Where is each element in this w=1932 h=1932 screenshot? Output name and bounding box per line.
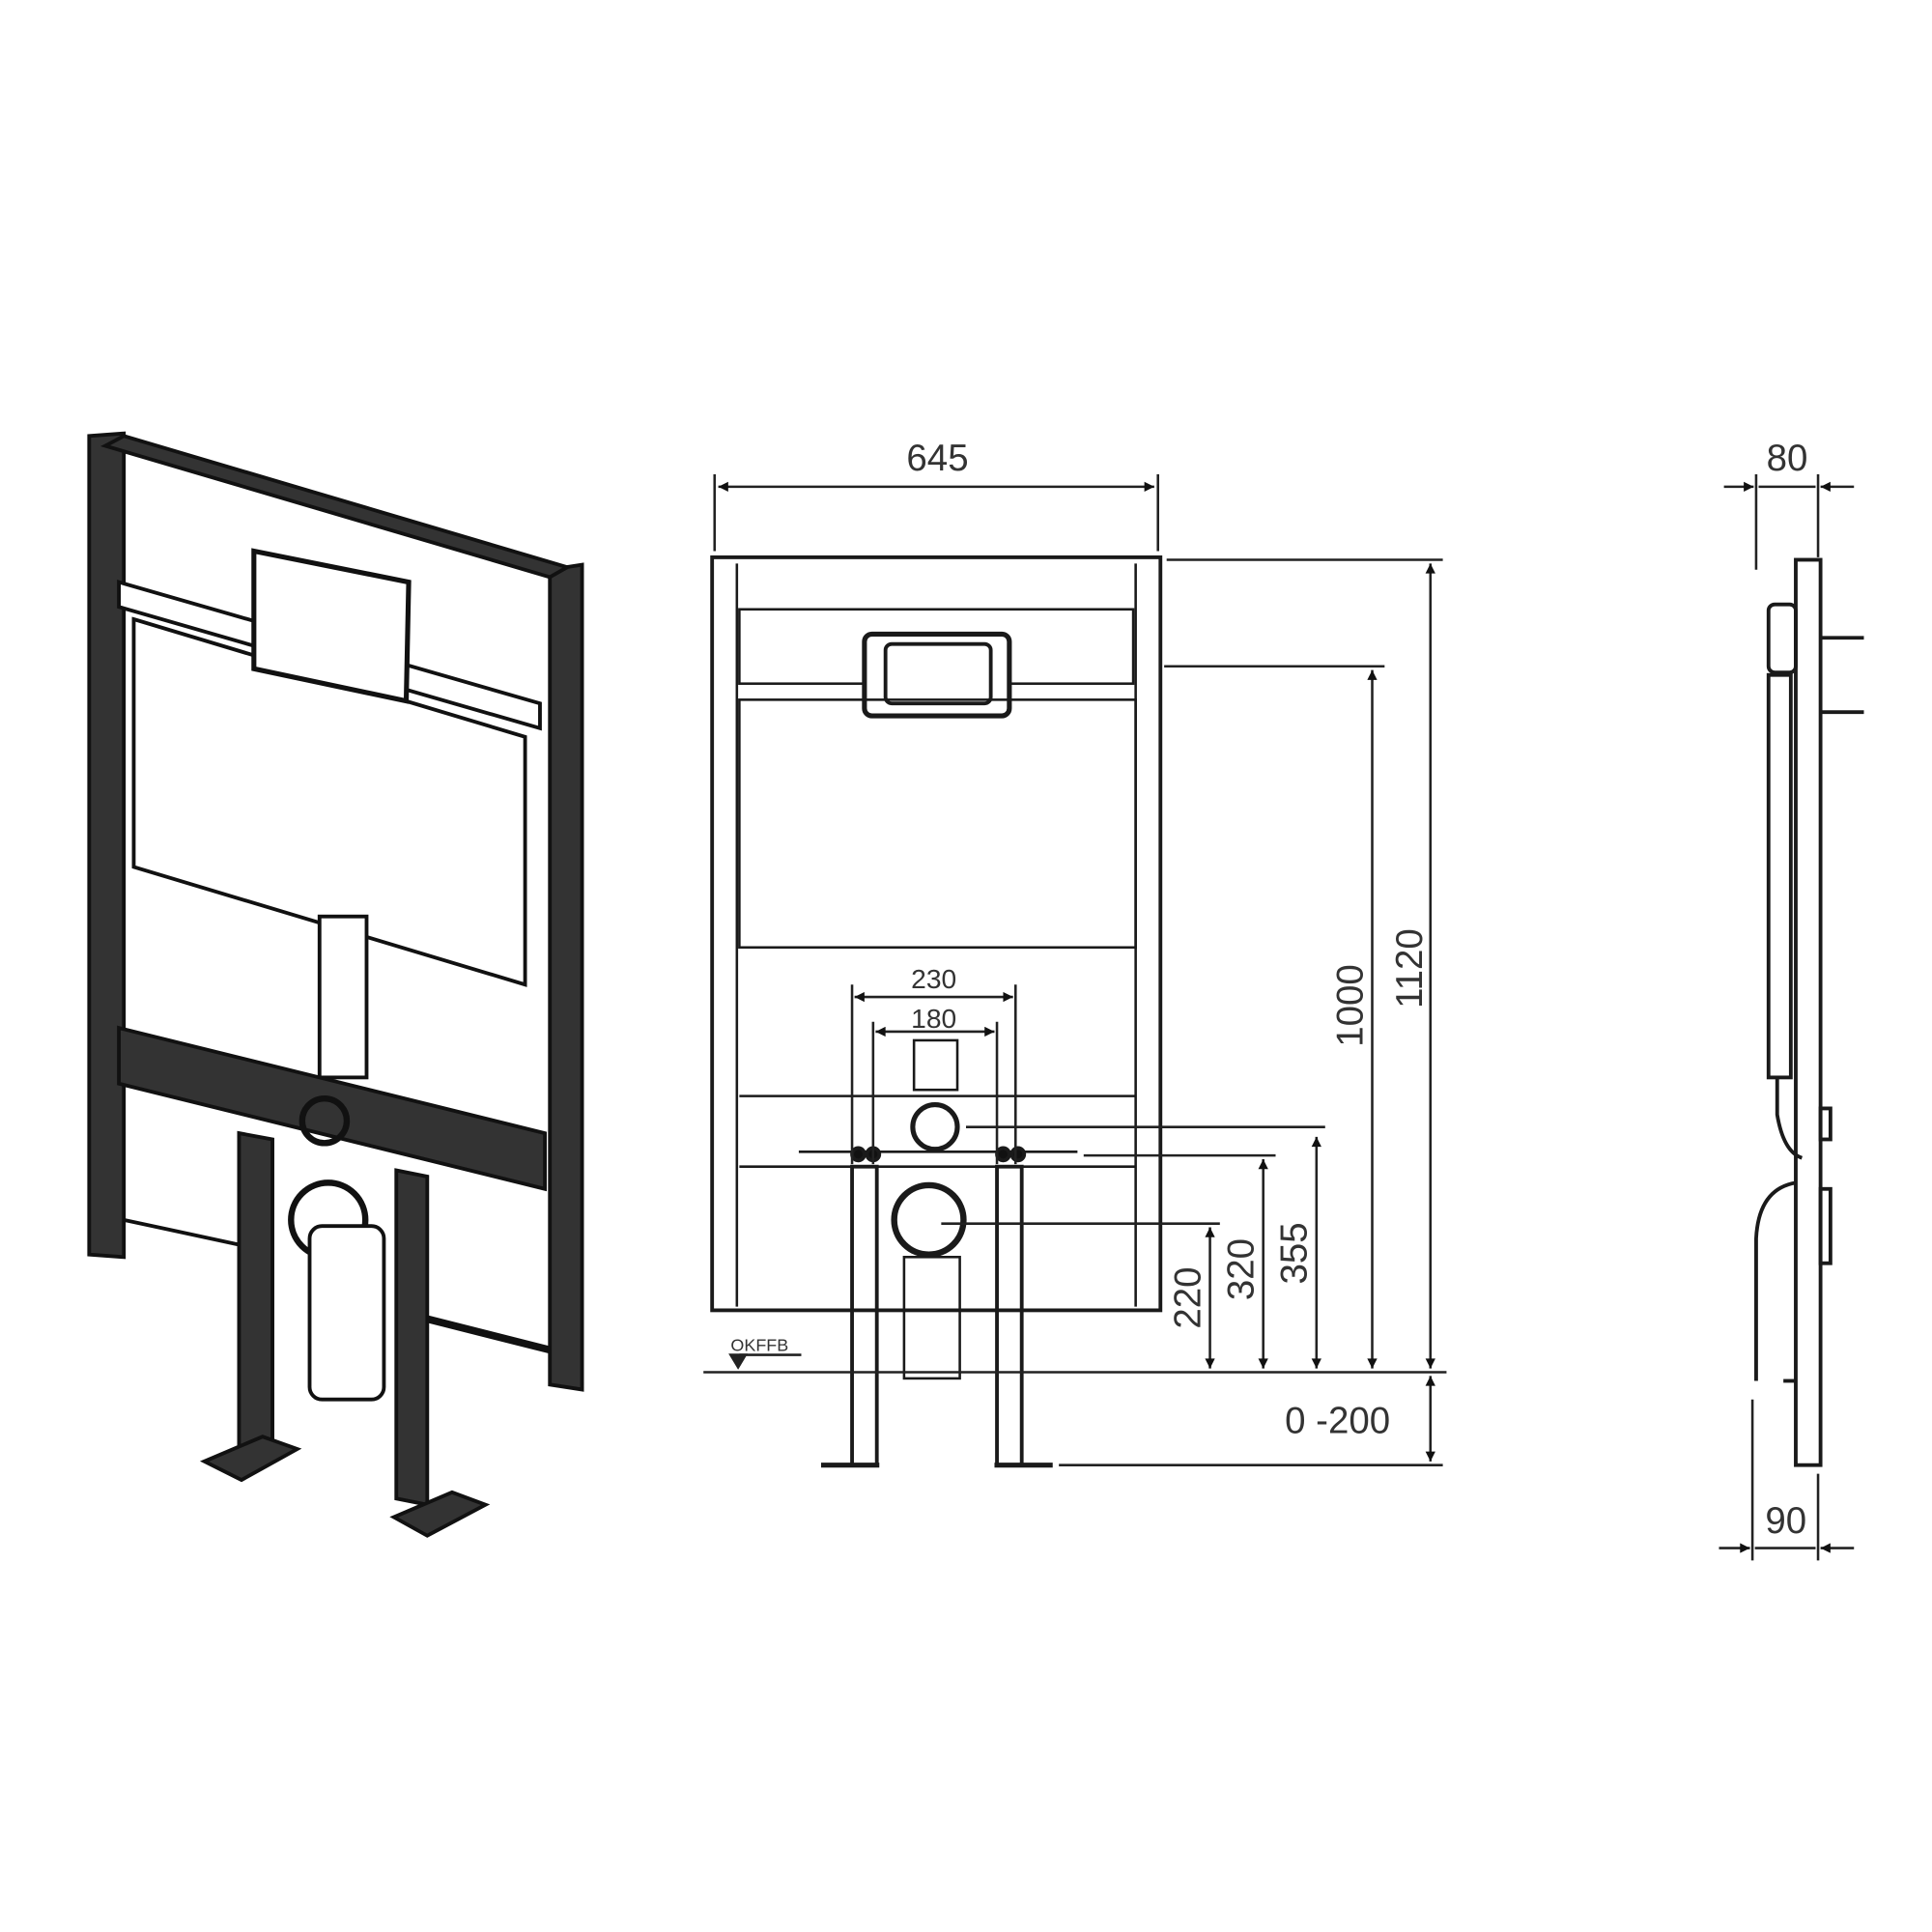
- iso-drain-pipe: [307, 1224, 386, 1402]
- iso-left-leg: [237, 1130, 274, 1464]
- side-view: [1754, 557, 1864, 1467]
- dimension-lines: [703, 474, 1447, 1466]
- iso-flush-pipe: [317, 914, 369, 1080]
- dim-1120: 1120: [1389, 928, 1431, 1009]
- floor-level-label: OKFFB: [730, 1336, 788, 1355]
- front-frame: [710, 555, 1163, 1313]
- side-frame: [1794, 557, 1823, 1467]
- front-flush-pipe: [912, 1038, 959, 1092]
- front-view: [710, 555, 1163, 1468]
- iso-actuator-plate: [251, 548, 412, 704]
- front-actuator-plate: [862, 631, 1012, 719]
- front-drain-pipe: [902, 1256, 961, 1380]
- dim-645: 645: [906, 438, 968, 479]
- dim-220: 220: [1167, 1267, 1208, 1329]
- dim-0-200: 0 -200: [1285, 1400, 1390, 1441]
- front-left-leg: [850, 1164, 879, 1467]
- front-pipe-connector: [910, 1102, 960, 1152]
- dim-230: 230: [911, 963, 956, 994]
- side-dimension-lines: [1719, 474, 1855, 1561]
- iso-right-post: [548, 562, 584, 1392]
- front-cistern-panel: [738, 698, 1137, 950]
- dim-1000: 1000: [1329, 964, 1371, 1047]
- front-right-leg: [995, 1164, 1024, 1467]
- dim-180: 180: [911, 1003, 956, 1034]
- dim-320: 320: [1220, 1238, 1262, 1300]
- dim-355: 355: [1274, 1222, 1316, 1284]
- dim-80: 80: [1767, 438, 1808, 479]
- iso-left-post: [87, 431, 127, 1260]
- iso-top-rail: [99, 434, 573, 580]
- isometric-view: [87, 431, 584, 1538]
- dim-90: 90: [1765, 1500, 1806, 1542]
- iso-pipe-connector: [298, 1094, 351, 1147]
- iso-left-foot: [199, 1435, 302, 1483]
- iso-right-foot: [389, 1490, 491, 1538]
- front-drain-bend: [891, 1181, 967, 1258]
- iso-bottom-crossbar: [117, 1025, 548, 1192]
- iso-right-leg: [394, 1168, 430, 1508]
